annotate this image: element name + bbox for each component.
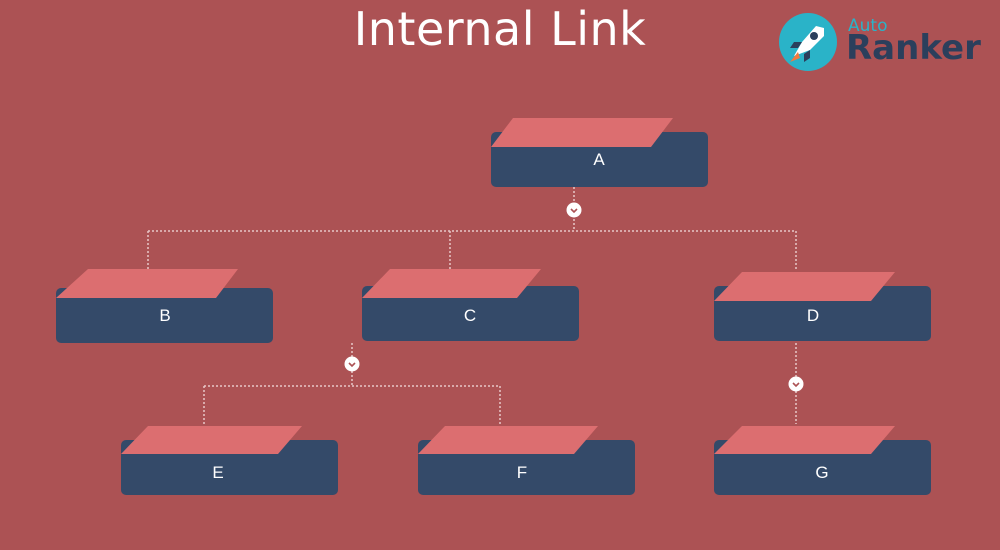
node-label-b: B [159,306,170,325]
logo-text-auto: Auto [848,16,888,36]
node-f: F [418,426,635,495]
node-e: E [121,426,338,495]
node-c: C [362,269,579,341]
logo-text-ranker: Ranker [846,28,981,68]
node-b: B [56,269,273,343]
chevron-down-icon[interactable] [344,356,360,372]
autoranker-logo: Auto Ranker [778,12,993,74]
chevron-down-icon[interactable] [566,202,582,218]
node-label-a: A [593,150,605,169]
page-title: Internal Link [353,2,647,56]
node-label-e: E [212,463,223,482]
node-label-f: F [517,463,527,482]
node-label-d: D [807,306,819,325]
rocket-icon [779,13,837,71]
node-label-c: C [464,306,476,325]
node-label-g: G [815,463,828,482]
node-d: D [714,272,931,341]
chevron-down-icon[interactable] [788,376,804,392]
node-a: A [491,118,708,187]
node-g: G [714,426,931,495]
